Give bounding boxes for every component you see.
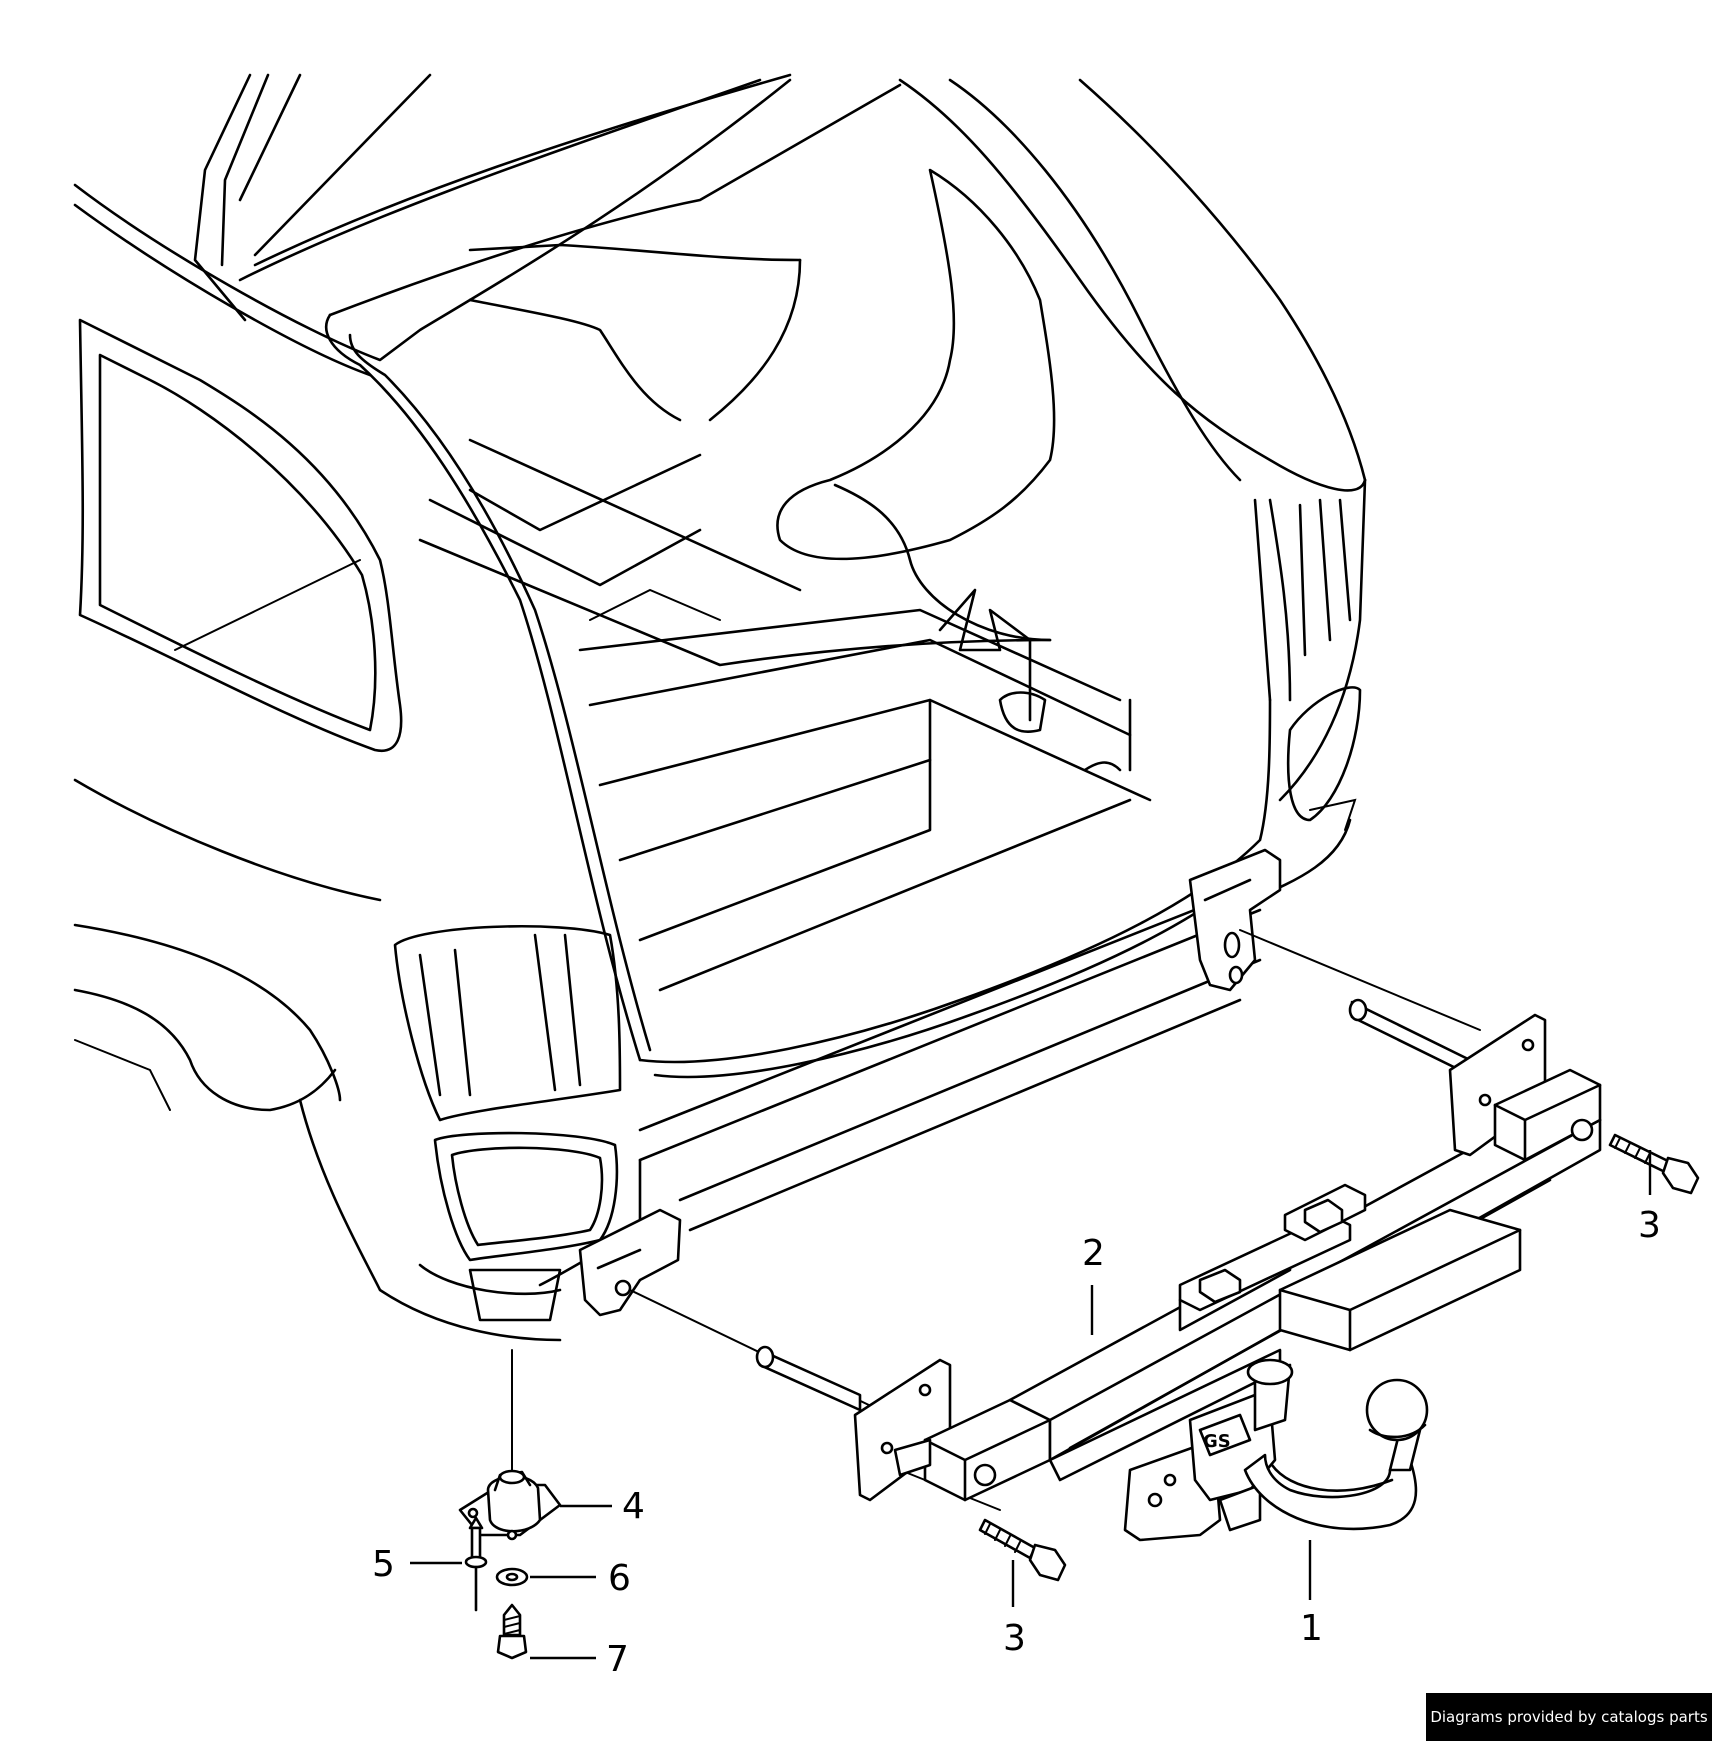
screw-part-7 bbox=[496, 1603, 528, 1660]
washer-part-6 bbox=[495, 1567, 529, 1587]
callout-leaders bbox=[410, 1150, 1652, 1660]
callout-3-upper: 3 bbox=[1638, 1205, 1661, 1246]
rivet-part-5 bbox=[464, 1516, 488, 1612]
callout-6: 6 bbox=[608, 1558, 631, 1599]
detachable-ball-neck-part-1: GS bbox=[1123, 1358, 1429, 1542]
towbar-crossmember-part-2 bbox=[755, 998, 1602, 1502]
mounting-bolt-part-3-lower bbox=[978, 1518, 1067, 1582]
diagram-credit-banner: Diagrams provided by catalogs parts bbox=[1426, 1693, 1712, 1741]
callout-5: 5 bbox=[372, 1544, 395, 1585]
callout-3-lower: 3 bbox=[1003, 1618, 1026, 1659]
callout-2: 2 bbox=[1082, 1233, 1105, 1274]
svg-text:GS: GS bbox=[1203, 1431, 1231, 1452]
mounting-bolt-part-3-upper bbox=[1608, 1133, 1700, 1195]
callout-labels: 1 2 3 3 4 5 6 7 bbox=[372, 1205, 1661, 1680]
callout-4: 4 bbox=[622, 1486, 645, 1527]
callout-7: 7 bbox=[606, 1639, 629, 1680]
buffer-mount-part-4 bbox=[458, 1469, 562, 1541]
vehicle-rear-body bbox=[73, 73, 1367, 1342]
callout-1: 1 bbox=[1300, 1608, 1323, 1649]
